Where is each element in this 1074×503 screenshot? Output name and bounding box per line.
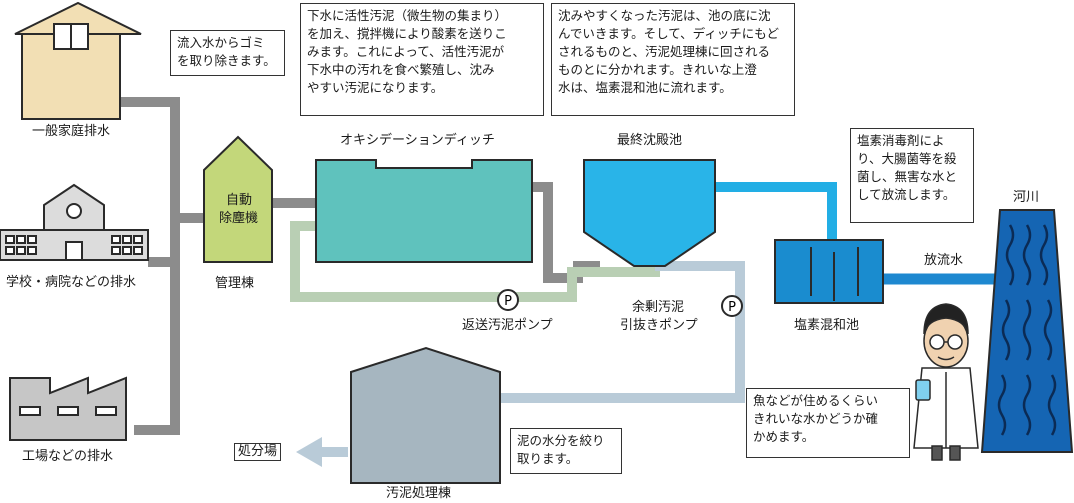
- note-sludge: 泥の水分を絞り 取ります。: [510, 428, 622, 474]
- note-ditch-line: 下水中の汚れを食べ繁殖し、沈み: [307, 62, 495, 77]
- label-excess-pump-2: 引抜きポンプ: [620, 318, 698, 333]
- factory-icon: [9, 376, 127, 441]
- note-fish-line: かめます。: [753, 429, 815, 444]
- note-sedimentation-line: されるものと、汚泥処理棟に回される: [558, 44, 771, 59]
- label-screen-machine-1: 自動: [226, 193, 253, 208]
- note-ditch: 下水に活性汚泥（微生物の集まり） を加え、撹拌機により酸素を送りこ みます。これ…: [300, 3, 544, 116]
- note-sedimentation-line: ものとに分かれます。きれいな上澄: [558, 62, 757, 77]
- note-sludge-line: 泥の水分を絞り: [517, 433, 605, 448]
- excess-pump-icon: P: [721, 295, 743, 317]
- excess-sludge-pipe: [318, 261, 745, 457]
- scientist-icon: [913, 303, 979, 461]
- note-fish-line: きれいな水かどうか確: [753, 411, 879, 426]
- note-chlorine-line: り、大腸菌等を殺: [857, 151, 957, 166]
- note-ditch-line: を加え、撹拌機により酸素を送りこ: [307, 26, 507, 41]
- house-icon: [14, 1, 142, 120]
- screen-building-shape: [203, 135, 273, 263]
- label-household: 一般家庭排水: [32, 124, 111, 139]
- note-chlorine-line: 菌し、無害な水と: [857, 169, 958, 184]
- note-sedimentation-line: 沈みやすくなった汚泥は、池の底に沈: [558, 8, 771, 23]
- label-factory: 工場などの排水: [22, 449, 114, 464]
- note-chlorine: 塩素消毒剤によ り、大腸菌等を殺 菌し、無害な水と して放流します。: [850, 128, 974, 223]
- clean-water-pipe: [715, 182, 837, 240]
- label-chlorine-tank: 塩素混和池: [794, 318, 860, 333]
- label-discharge: 放流水: [924, 253, 964, 268]
- note-chlorine-line: して放流します。: [857, 187, 956, 202]
- label-return-pump: 返送汚泥ポンプ: [462, 318, 553, 333]
- excess-pump-symbol: P: [728, 300, 736, 315]
- note-chlorine-line: 塩素消毒剤によ: [857, 133, 945, 148]
- label-disposal-site: 処分場: [234, 443, 282, 461]
- label-school-hospital: 学校・病院などの排水: [6, 275, 137, 290]
- note-ditch-line: 下水に活性汚泥（微生物の集まり）: [307, 8, 508, 23]
- note-screen: 流入水からゴミ を取り除きます。: [170, 30, 285, 76]
- return-pump-symbol: P: [504, 294, 512, 309]
- pipe-ditch-to-tank: [532, 182, 600, 283]
- label-screen-building: 管理棟: [215, 276, 255, 291]
- note-sedimentation-line: 水は、塩素混和池に流れます。: [558, 80, 732, 95]
- drain-pipes: [120, 97, 600, 435]
- note-ditch-line: みます。これによって、活性汚泥が: [307, 44, 505, 59]
- label-excess-pump-1: 余剰汚泥: [632, 300, 685, 315]
- note-screen-line: を取り除きます。: [177, 53, 276, 68]
- note-sludge-line: 取ります。: [517, 451, 579, 466]
- note-screen-line: 流入水からゴミ: [177, 35, 265, 50]
- label-screen-machine-2: 除塵機: [219, 211, 259, 226]
- sludge-out-arrow: [296, 437, 322, 467]
- oxidation-ditch-shape: [315, 159, 533, 263]
- label-sludge-building: 汚泥処理棟: [386, 486, 452, 501]
- school-icon: [0, 183, 149, 261]
- note-sedimentation-line: んでいきます。そして、ディッチにもど: [558, 26, 780, 41]
- note-fish: 魚などが住めるくらい きれいな水かどうか確 かめます。: [746, 388, 910, 458]
- river-shape: [980, 209, 1074, 453]
- note-ditch-line: やすい汚泥になります。: [307, 80, 444, 95]
- sedimentation-tank-shape: [583, 159, 716, 267]
- label-oxidation-ditch: オキシデーションディッチ: [340, 133, 495, 148]
- return-pump-icon: P: [497, 289, 519, 311]
- sludge-building-shape: [350, 346, 501, 484]
- note-sedimentation: 沈みやすくなった汚泥は、池の底に沈 んでいきます。そして、ディッチにもど される…: [551, 3, 795, 116]
- label-river: 河川: [1013, 190, 1040, 205]
- label-final-sedimentation: 最終沈殿池: [617, 133, 683, 148]
- return-sludge-pipe: [290, 221, 660, 302]
- note-fish-line: 魚などが住めるくらい: [753, 393, 879, 408]
- chlorine-tank-shape: [774, 239, 884, 304]
